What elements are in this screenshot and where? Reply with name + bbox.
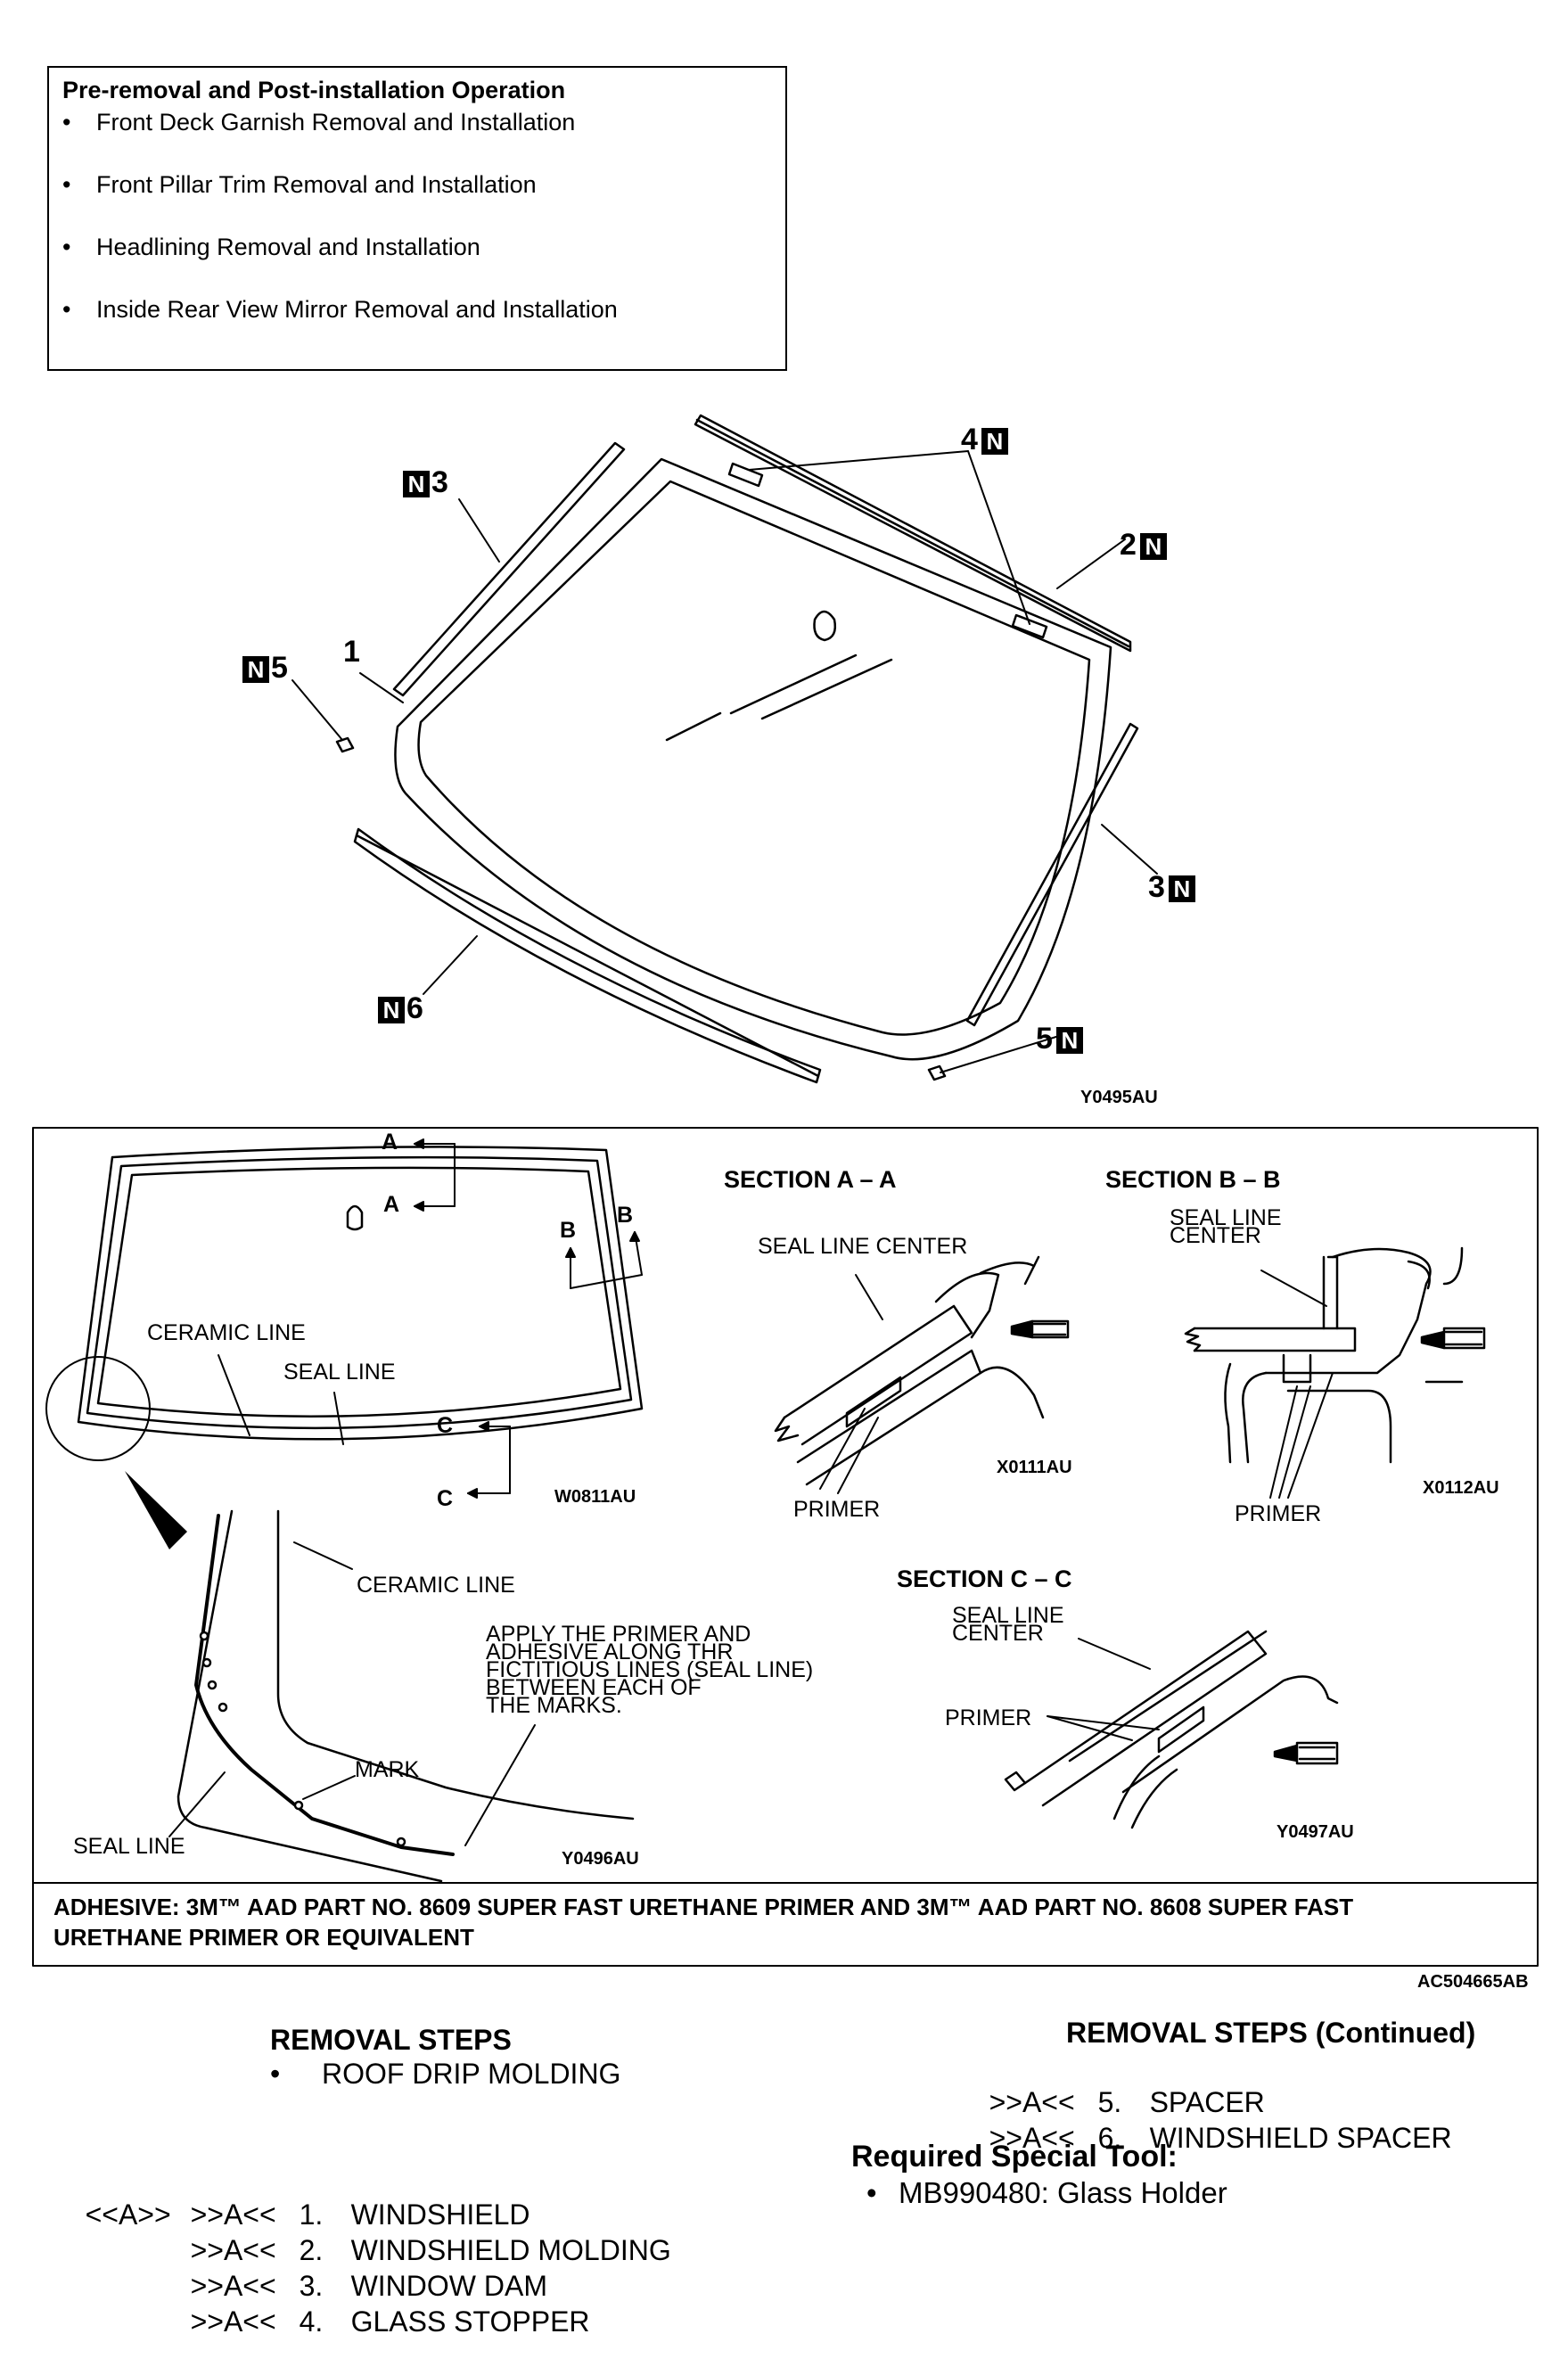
section-cc-leaders [1047, 1638, 1160, 1741]
detail-seal-line-label: SEAL LINE [73, 1834, 185, 1859]
windshield-front-view [45, 1146, 644, 1461]
preop-item: •Front Pillar Trim Removal and Installat… [62, 171, 537, 198]
new-part-badge: N [1139, 533, 1167, 561]
detail-ref: Y0496AU [562, 1849, 639, 1869]
section-aa-drawing [774, 1255, 1070, 1486]
spacer [335, 736, 947, 1081]
removal-step: <<A>>>>A<<1.WINDSHIELD [85, 2198, 530, 2231]
section-aa-seal-center: SEAL LINE CENTER [758, 1234, 968, 1259]
section-bb-primer: PRIMER [1235, 1501, 1322, 1526]
new-part-badge: N [242, 656, 269, 684]
window-dam-left [392, 441, 626, 697]
section-aa-ref: X0111AU [997, 1458, 1072, 1477]
section-cc-drawing [1004, 1630, 1339, 1829]
windshield-molding-top [694, 414, 1132, 653]
front-view-ref: W0811AU [554, 1487, 636, 1507]
new-part-badge: N [981, 428, 1008, 456]
removal-step: >>A<<3.WINDOW DAM [190, 2270, 547, 2302]
figure-ref: AC504665AB [1417, 1972, 1529, 1992]
section-aa-primer: PRIMER [793, 1497, 881, 1522]
section-aa-title: SECTION A – A [724, 1166, 897, 1193]
detail-leaders [168, 1541, 536, 1846]
mark-b-right: B [617, 1203, 634, 1228]
section-cc-ref: Y0497AU [1277, 1822, 1354, 1842]
section-marks [218, 1138, 643, 1499]
special-tool-title: Required Special Tool: [851, 2140, 1178, 2174]
mark-a-bottom: A [383, 1192, 400, 1217]
removal-step: >>A<<4.GLASS STOPPER [190, 2305, 590, 2338]
new-part-badge: N [378, 997, 405, 1024]
special-tool-item: •MB990480: Glass Holder [866, 2176, 1227, 2209]
section-bb-drawing [1184, 1246, 1486, 1464]
mark-c-bottom: C [437, 1486, 454, 1511]
section-cc-seal-center: SEAL LINE CENTER [952, 1603, 1064, 1646]
windshield-glass [394, 457, 1112, 1061]
section-cc-primer: PRIMER [945, 1705, 1032, 1730]
section-bb-leaders [1260, 1270, 1334, 1499]
removal-step: >>A<<6.WINDSHIELD SPACER [989, 2122, 1452, 2154]
seal-line-label: SEAL LINE [283, 1360, 396, 1385]
windshield-molding-bottom [353, 827, 822, 1084]
removal-pre-step: •ROOF DRIP MOLDING [270, 2058, 621, 2090]
section-bb-seal-center: SEAL LINE CENTER [1170, 1205, 1282, 1248]
adhesive-note: ADHESIVE: 3M™ AAD PART NO. 8609 SUPER FA… [53, 1894, 1354, 1951]
new-part-badge: N [1055, 1027, 1083, 1055]
preop-title: Pre-removal and Post-installation Operat… [62, 77, 566, 103]
new-part-badge: N [1168, 875, 1195, 903]
preop-item: •Front Deck Garnish Removal and Installa… [62, 109, 576, 136]
removal-step: >>A<<2.WINDSHIELD MOLDING [190, 2234, 671, 2266]
removal-step: >>A<<5.SPACER [989, 2086, 1265, 2118]
mark-b-left: B [560, 1218, 577, 1243]
section-cc-title: SECTION C – C [897, 1566, 1072, 1592]
apply-note: APPLY THE PRIMER AND ADHESIVE ALONG THR … [486, 1622, 814, 1718]
glass-stopper [727, 462, 1048, 639]
section-aa-leaders [819, 1274, 883, 1494]
preop-item: •Headlining Removal and Installation [62, 234, 480, 260]
diagram1-ref: Y0495AU [1080, 1088, 1158, 1107]
callout-leaders [291, 450, 1158, 1073]
mark-label: MARK [355, 1757, 420, 1782]
new-part-badge: N [403, 471, 430, 498]
mark-a-top: A [382, 1130, 398, 1155]
removal-continued-title: REMOVAL STEPS (Continued) [1066, 2017, 1476, 2049]
window-dam-right [965, 722, 1139, 1027]
detail-arrow [125, 1471, 187, 1549]
ceramic-line-label: CERAMIC LINE [147, 1320, 306, 1345]
preop-box [47, 66, 787, 371]
preop-item: •Inside Rear View Mirror Removal and Ins… [62, 296, 618, 323]
removal-steps-title: REMOVAL STEPS [270, 2024, 512, 2056]
section-bb-ref: X0112AU [1423, 1478, 1499, 1498]
callout-windshield: 1 [343, 635, 360, 669]
detail-ceramic-line-label: CERAMIC LINE [357, 1573, 515, 1598]
mark-c-top: C [437, 1413, 454, 1438]
section-bb-title: SECTION B – B [1105, 1166, 1281, 1193]
